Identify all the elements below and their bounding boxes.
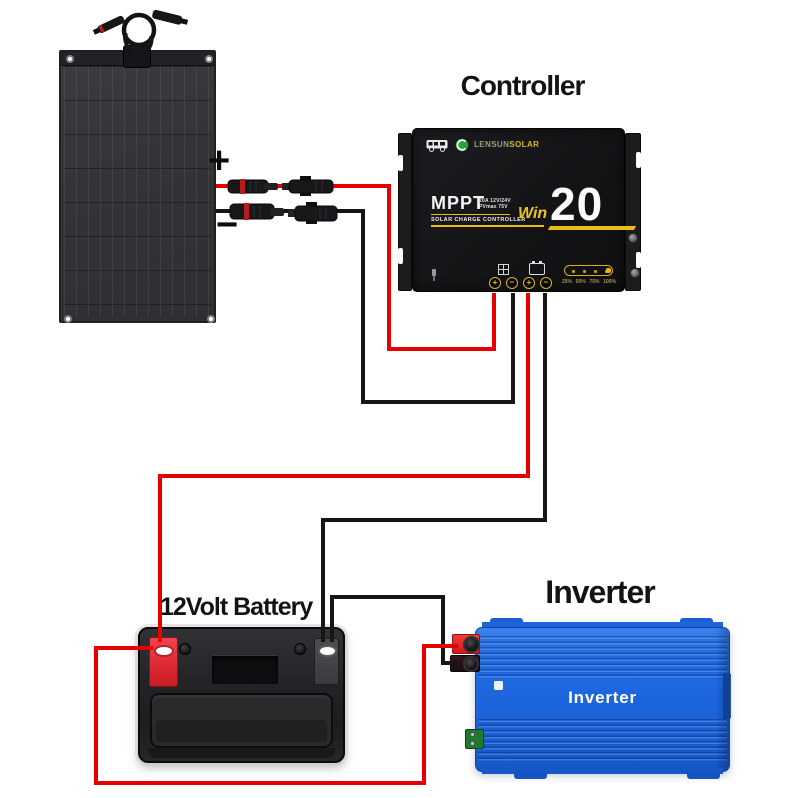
temp-sensor-icon — [432, 269, 436, 281]
battery-label-recess — [212, 655, 278, 684]
battery-positive-terminal — [149, 637, 178, 687]
mc4-connector-pv-positive-extension — [282, 176, 334, 196]
flange-slot — [636, 252, 641, 268]
terminal-pv-negative: − — [506, 277, 518, 289]
flange-screw — [628, 233, 638, 243]
model-number: 20 — [550, 178, 604, 230]
battery-output-icon — [529, 261, 545, 275]
inverter-bottom-flange — [482, 768, 723, 774]
flange-slot — [636, 152, 641, 168]
wire-controller-battery-positive — [158, 293, 530, 642]
inverter-fins-bottom — [478, 719, 727, 763]
flange-slot — [398, 155, 403, 171]
battery-screw — [179, 643, 191, 655]
inverter: Inverter — [475, 627, 731, 772]
battery-12v — [138, 627, 345, 763]
wire-battery-inverter-negative — [330, 595, 458, 665]
controller-subtitle: SOLAR CHARGE CONTROLLER — [431, 217, 526, 223]
model-series: Win — [518, 205, 548, 222]
mc4-connector-pv-positive-panel — [227, 179, 278, 194]
soc-percent-labels: 25% 50% 75% 100% — [562, 279, 616, 285]
panel-grommet — [66, 55, 74, 63]
inverter-negative-terminal — [450, 655, 480, 672]
soc-75: 75% — [589, 279, 600, 285]
inverter-side-shade — [715, 628, 729, 771]
pv-input-icon — [498, 264, 509, 275]
rv-camper-icon — [426, 139, 448, 152]
coil-mc4-connector — [152, 9, 189, 25]
mc4-connectors — [227, 176, 338, 224]
terminal-battery-negative: − — [540, 277, 552, 289]
lensun-sun-icon — [455, 138, 469, 151]
inverter-mount-tab — [514, 770, 547, 779]
controller-title: Controller — [460, 70, 586, 101]
brand-solar: SOLAR — [509, 140, 540, 149]
panel-grommet — [64, 315, 72, 323]
panel-grommet — [207, 315, 215, 323]
brand-wordmark: LENSUNSOLAR — [474, 140, 539, 149]
controller-mount-flange-right — [625, 133, 641, 291]
battery-negative-terminal — [314, 638, 339, 685]
coil-mc4-connector — [92, 15, 125, 35]
flange-slot — [398, 248, 403, 264]
inverter-top-flange — [482, 622, 723, 629]
panel-junction-box — [123, 45, 151, 68]
accent-line — [431, 214, 510, 215]
accent-underline — [547, 226, 637, 230]
inverter-title: Inverter — [545, 574, 655, 610]
inverter-positive-terminal — [452, 634, 480, 654]
mc4-connector-pv-negative-extension — [288, 202, 338, 224]
flange-screw — [630, 268, 640, 278]
brand-lensun: LENSUN — [474, 140, 510, 149]
battery-base — [148, 748, 335, 758]
controller-specs: 20A 12V/24V PVmax 75V — [479, 198, 511, 210]
inverter-fins-top — [478, 636, 727, 680]
inverter-logo-icon — [494, 681, 503, 690]
terminal-battery-positive: + — [523, 277, 535, 289]
spec-pvmax: PVmax 75V — [479, 204, 508, 210]
solar-cells — [64, 66, 211, 317]
inverter-remote-port — [465, 729, 484, 749]
inverter-mount-tab — [687, 770, 720, 779]
terminal-pv-positive: + — [489, 277, 501, 289]
panel-negative-label: − — [216, 204, 239, 246]
inverter-side-socket — [723, 673, 731, 719]
solar-panel — [59, 50, 216, 323]
mppt-label: MPPT — [431, 193, 486, 213]
battery-title: 12Volt Battery — [160, 593, 313, 621]
battery-handle — [150, 693, 333, 748]
soc-100: 100% — [603, 279, 616, 285]
soc-50: 50% — [575, 279, 586, 285]
battery-screw — [294, 643, 306, 655]
inverter-device-label: Inverter — [568, 688, 637, 707]
soc-25: 25% — [562, 279, 573, 285]
panel-grommet — [205, 55, 213, 63]
soc-led-bar — [564, 265, 613, 276]
accent-line — [431, 225, 544, 227]
charge-controller: LENSUNSOLAR MPPT 20A 12V/24V PVmax 75V S… — [412, 128, 637, 292]
panel-positive-label: + — [208, 140, 231, 182]
